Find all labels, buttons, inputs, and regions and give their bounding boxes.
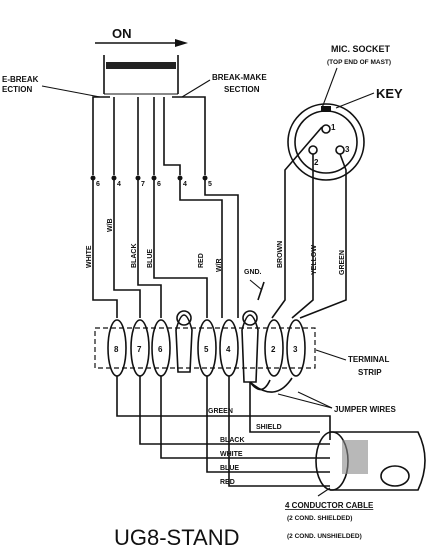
wire-label-yellow: YELLOW bbox=[311, 245, 318, 275]
cable-sublabel-2: (2 COND. UNSHIELDED) bbox=[287, 533, 362, 540]
switch-pin-label: 6 bbox=[157, 181, 161, 188]
bus-wires bbox=[116, 376, 331, 487]
jumper-wires-label: JUMPER WIRES bbox=[334, 405, 396, 414]
cable-sublabel-1: (2 COND. SHIELDED) bbox=[287, 515, 352, 522]
terminal-number: 8 bbox=[114, 345, 119, 354]
mic-socket-sublabel: (TOP END OF MAST) bbox=[327, 59, 391, 66]
wire-label-blue: BLUE bbox=[147, 249, 154, 268]
bus-label-white: WHITE bbox=[220, 451, 243, 458]
terminal-number: 5 bbox=[204, 345, 209, 354]
on-label: ON bbox=[112, 26, 132, 41]
switch-body bbox=[103, 55, 179, 95]
socket-pin-label: 3 bbox=[345, 145, 350, 154]
socket-wires bbox=[271, 126, 347, 319]
diagram-title: UG8-STAND bbox=[114, 525, 240, 550]
wire-label-wr: W/R bbox=[216, 258, 223, 272]
terminal-strip-label-line1: TERMINAL bbox=[348, 355, 389, 364]
key-pointer bbox=[335, 92, 375, 109]
wire-labels: WHITE W/B BLACK BLUE RED W/R BROWN YELLO… bbox=[86, 218, 346, 275]
switch-pin-label: 5 bbox=[208, 181, 212, 188]
wire-label-brown: BROWN bbox=[277, 241, 284, 268]
break-make-pointer bbox=[181, 79, 211, 98]
socket-pin-label: 1 bbox=[331, 123, 336, 132]
mic-socket-label: MIC. SOCKET bbox=[331, 44, 391, 54]
switch-pin-label: 4 bbox=[183, 181, 187, 188]
terminal-number: 7 bbox=[137, 345, 142, 354]
cable bbox=[315, 431, 426, 491]
terminal-strip-pointer bbox=[315, 349, 347, 361]
socket-pin-label: 2 bbox=[314, 158, 319, 167]
terminal-number: 3 bbox=[293, 345, 298, 354]
cable-label: 4 CONDUCTOR CABLE bbox=[285, 501, 374, 510]
switch-pin-label: 6 bbox=[96, 181, 100, 188]
mic-socket-pointer bbox=[321, 67, 338, 109]
wire-label-white: WHITE bbox=[86, 245, 93, 268]
terminal-number: 4 bbox=[226, 345, 231, 354]
break-make-label-line1: BREAK-MAKE bbox=[212, 73, 267, 82]
cable-pointer bbox=[317, 487, 331, 497]
switch-pin-label: 4 bbox=[117, 181, 121, 188]
bus-label-black: BLACK bbox=[220, 437, 245, 444]
jumper-wires bbox=[249, 377, 333, 409]
break-make-label-line2: SECTION bbox=[224, 85, 260, 94]
terminal-number: 2 bbox=[271, 345, 276, 354]
bus-wire-labels: GREEN BLACK WHITE BLUE RED SHIELD bbox=[208, 408, 282, 486]
key-label: KEY bbox=[376, 86, 403, 101]
gnd-label: GND. bbox=[244, 269, 262, 276]
break-section-left-line1: E-BREAK bbox=[2, 75, 39, 84]
bus-label-red: RED bbox=[220, 479, 235, 486]
wire-label-black: BLACK bbox=[131, 244, 138, 269]
switch-pins: 6 4 7 6 4 5 bbox=[90, 175, 212, 188]
mic-socket: 1 2 3 bbox=[287, 103, 365, 181]
wire-label-wb: W/B bbox=[107, 218, 114, 232]
terminal-strip-label-line2: STRIP bbox=[358, 368, 382, 377]
terminal-numbers: 8 7 6 5 4 2 3 bbox=[114, 345, 298, 354]
on-arrow-head bbox=[175, 39, 188, 47]
terminal-number: 6 bbox=[158, 345, 163, 354]
shield-label: SHIELD bbox=[256, 424, 282, 431]
break-section-left-line2: ECTION bbox=[2, 85, 32, 94]
terminal-strip-outline bbox=[94, 327, 316, 369]
wire-label-green: GREEN bbox=[339, 250, 346, 275]
gnd-pointer bbox=[249, 279, 263, 291]
wire-label-red: RED bbox=[198, 253, 205, 268]
break-left-pointer bbox=[41, 85, 101, 98]
switch-contacts bbox=[92, 96, 206, 175]
bus-label-blue: BLUE bbox=[220, 465, 239, 472]
switch-pin-label: 7 bbox=[141, 181, 145, 188]
switch-to-strip-wires bbox=[92, 180, 239, 318]
gnd-symbol bbox=[257, 281, 265, 301]
bus-label-green: GREEN bbox=[208, 408, 233, 415]
